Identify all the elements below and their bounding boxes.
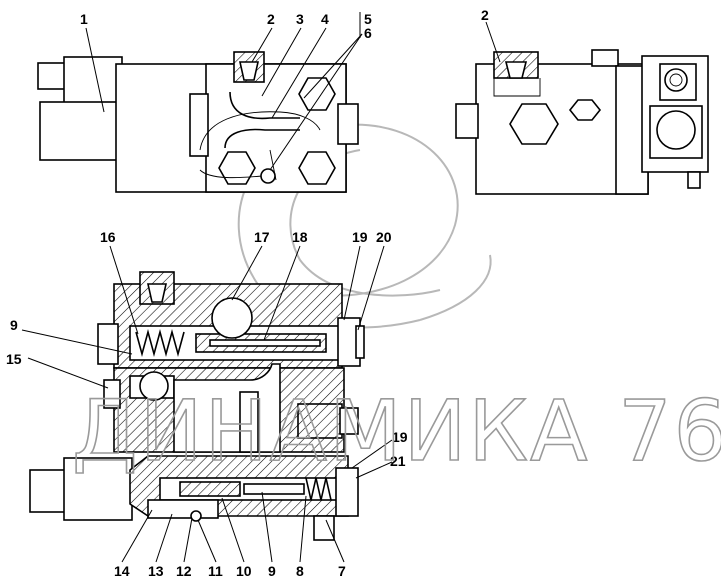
callout: 15 xyxy=(6,351,22,367)
hex-plug-large xyxy=(509,103,559,145)
callout: 6 xyxy=(364,25,372,41)
callout: 8 xyxy=(296,563,304,579)
solenoid-cap xyxy=(37,62,69,90)
leader-lines xyxy=(21,21,501,563)
callout-labels: 1 2 3 4 5 6 2 16 17 18 19 20 9 15 19 21 … xyxy=(6,7,489,579)
spool-chamber xyxy=(211,297,253,339)
callout: 19 xyxy=(352,229,368,245)
hex-plug-upper xyxy=(298,77,336,111)
callout: 18 xyxy=(292,229,308,245)
callout: 19 xyxy=(392,429,408,445)
callout: 2 xyxy=(481,7,489,23)
hex-plug-lower-right xyxy=(298,151,336,185)
callout: 21 xyxy=(390,453,406,469)
callout: 7 xyxy=(338,563,346,579)
callout: 4 xyxy=(321,11,329,27)
callout: 11 xyxy=(208,563,223,579)
callout: 9 xyxy=(268,563,276,579)
callout: 14 xyxy=(114,563,130,579)
callout: 1 xyxy=(80,11,88,27)
callout: 13 xyxy=(148,563,164,579)
section-view xyxy=(29,271,365,541)
callout: 17 xyxy=(254,229,270,245)
hex-plug-lower-left xyxy=(218,151,256,185)
callout: 9 xyxy=(10,317,18,333)
callout: 2 xyxy=(267,11,275,27)
top-right-view xyxy=(455,49,709,195)
callout: 20 xyxy=(376,229,392,245)
watermark-text: ДИНАМИКА 76 xyxy=(72,382,721,480)
callout: 10 xyxy=(236,563,252,579)
hex-plug-small xyxy=(568,99,602,121)
callout: 16 xyxy=(100,229,116,245)
callout: 12 xyxy=(176,563,192,579)
top-left-view xyxy=(37,51,359,193)
callout: 3 xyxy=(296,11,304,27)
callout: 5 xyxy=(364,11,372,27)
